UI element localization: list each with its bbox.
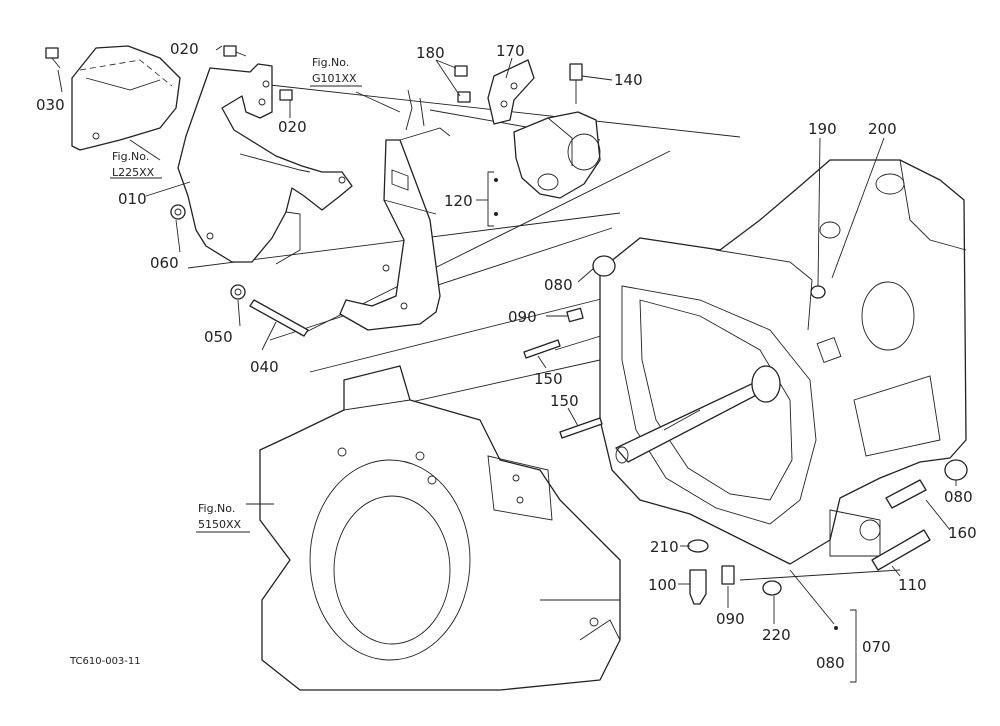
fig-ref-5150: Fig.No. 5150XX — [196, 502, 250, 533]
callout-030: 030 — [36, 96, 65, 114]
callout-090-top: 090 — [508, 308, 537, 326]
input-shaft — [615, 365, 781, 464]
fig-ref-g101: Fig.No. G101XX — [310, 56, 362, 87]
flywheel-housing-5150 — [259, 365, 621, 691]
bolt-180-b — [457, 91, 471, 103]
callout-220: 220 — [762, 626, 791, 644]
callout-200: 200 — [868, 120, 897, 138]
pin-090-bottom — [721, 565, 735, 585]
stud-150-a — [523, 339, 561, 359]
callout-110: 110 — [898, 576, 927, 594]
stud-150-b — [559, 417, 603, 439]
callout-210: 210 — [650, 538, 679, 556]
bolt-020-mid — [279, 89, 293, 101]
callout-020-top: 020 — [170, 40, 199, 58]
callout-180: 180 — [416, 44, 445, 62]
housing-120 — [513, 111, 601, 199]
fig-ref-5150-line1: Fig.No. — [198, 502, 235, 515]
callout-120: 120 — [444, 192, 473, 210]
leader-lines — [57, 45, 957, 625]
cover-plate-l225 — [71, 45, 181, 151]
washer-210 — [687, 539, 709, 553]
callout-040: 040 — [250, 358, 279, 376]
callout-150-a: 150 — [534, 370, 563, 388]
stud-040 — [249, 299, 309, 337]
callout-050: 050 — [204, 328, 233, 346]
callout-150-b: 150 — [550, 392, 579, 410]
callout-010: 010 — [118, 190, 147, 208]
plug-100 — [689, 569, 707, 605]
fig-ref-l225: Fig.No. L225XX — [110, 150, 162, 179]
fig-ref-l225-line2: L225XX — [112, 166, 155, 179]
fig-ref-g101-line1: Fig.No. — [312, 56, 349, 69]
group-bracket-120 — [487, 171, 498, 227]
fig-ref-5150-line2: 5150XX — [198, 518, 242, 531]
callout-080-bottom: 080 — [816, 654, 845, 672]
lever-170 — [487, 59, 535, 125]
callout-070: 070 — [862, 638, 891, 656]
bolt-020-top — [223, 45, 247, 57]
callout-100: 100 — [648, 576, 677, 594]
fig-ref-l225-line1: Fig.No. — [112, 150, 149, 163]
bolt-030 — [45, 47, 61, 69]
nut-060 — [170, 204, 186, 220]
bracket-g101 — [339, 89, 451, 331]
callout-020-mid: 020 — [278, 118, 307, 136]
callout-080-right: 080 — [944, 488, 973, 506]
bolt-190 — [810, 285, 826, 299]
bracket-010 — [177, 63, 353, 265]
callout-090-bottom: 090 — [716, 610, 745, 628]
group-bracket-070 — [834, 609, 857, 683]
bolt-110 — [871, 529, 931, 571]
dowel-080-right — [944, 459, 968, 481]
bolt-180-a — [454, 65, 468, 77]
callout-190: 190 — [808, 120, 837, 138]
bolt-160 — [885, 479, 927, 509]
fig-ref-g101-line2: G101XX — [312, 72, 357, 85]
pin-090-top — [566, 307, 584, 323]
transmission-case — [599, 159, 967, 565]
callout-160: 160 — [948, 524, 977, 542]
bolt-140 — [569, 63, 583, 104]
dowel-080-top — [592, 255, 616, 277]
callout-060: 060 — [150, 254, 179, 272]
callout-140: 140 — [614, 71, 643, 89]
callout-labels: 020 020 030 010 060 050 040 180 170 140 … — [36, 40, 977, 672]
callout-080-top: 080 — [544, 276, 573, 294]
callout-170: 170 — [496, 42, 525, 60]
nut-050 — [230, 284, 246, 300]
drawing-code: TC610-003-11 — [69, 656, 141, 667]
cap-220 — [762, 580, 782, 596]
